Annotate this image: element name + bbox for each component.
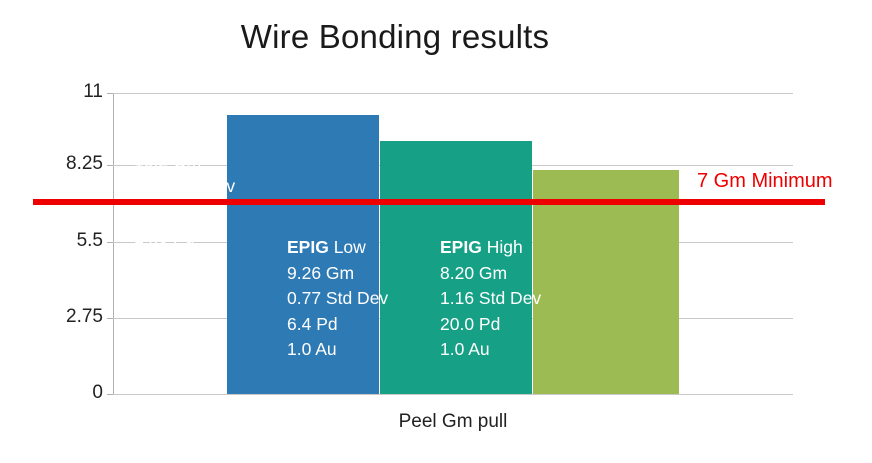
bar-enepig-title: ENEPIG <box>134 123 235 149</box>
tick-mark-0 <box>107 394 113 395</box>
bar-epig-high-std-dev: 1.16 Std Dev <box>440 288 542 308</box>
y-tick-label-0: 0 <box>92 382 103 403</box>
chart-title: Wire Bonding results <box>240 18 550 55</box>
tick-mark-825 <box>107 165 113 166</box>
tick-mark-275 <box>107 318 113 319</box>
bar-epig-low-pd: 6.4 Pd <box>287 313 338 334</box>
bar-enepig-au: 3.2 Au <box>134 252 184 273</box>
plot-area <box>107 93 793 395</box>
bar-enepig-name: ENEPIG <box>134 125 201 145</box>
y-tick-label-275: 2.75 <box>66 306 103 327</box>
bar-label-epig-low: EPIG Low 9.26 Gm 0.77 Std Dev 6.4 Pd 1.0… <box>287 235 388 363</box>
gridline-0 <box>107 394 793 395</box>
y-tick-label-55: 5.5 <box>76 230 103 251</box>
bar-epig-low-title: EPIG Low <box>287 235 388 261</box>
bar-epig-high-name-rest: High <box>481 237 523 257</box>
bar-epig-low-name-rest: Low <box>328 237 366 257</box>
bar-epig-low-std-dev: 0.77 Std Dev <box>287 288 389 308</box>
y-tick-label-825: 8.25 <box>66 153 103 174</box>
bar-enepig-ni: 210 Ni <box>134 201 185 222</box>
tick-mark-55 <box>107 242 113 243</box>
bar-enepig[interactable] <box>227 114 379 394</box>
bar-epig-high-au: 1.0 Au <box>440 339 490 359</box>
bar-label-epig-high: EPIG High 8.20 Gm 1.16 Std Dev 20.0 Pd 1… <box>440 235 541 363</box>
bar-epig-high-name: EPIG <box>440 237 482 257</box>
y-axis-tick-labels: 11 8.25 5.5 2.75 0 <box>15 81 103 403</box>
threshold-label-7gm: 7 Gm Minimum <box>697 170 833 192</box>
bar-epig-high-gm: 8.20 Gm <box>440 262 508 283</box>
bar-epig-high[interactable] <box>533 169 679 394</box>
bar-enepig-std-dev: 1.26 Std Dev <box>134 176 236 196</box>
bar-epig-low-au: 1.0 Au <box>287 339 337 359</box>
y-tick-label-11: 11 <box>83 81 103 102</box>
gridline-11 <box>107 93 793 94</box>
bar-enepig-pd: 14.0 Pd <box>134 227 195 247</box>
tick-mark-11 <box>107 93 113 94</box>
bar-enepig-gm: 10.2 Gm <box>134 150 202 171</box>
bar-label-enepig: ENEPIG 10.2 Gm 1.26 Std Dev 210 Ni 14.0 … <box>134 123 235 276</box>
y-axis-line <box>113 93 114 395</box>
threshold-line-7gm <box>33 199 825 206</box>
bar-epig-high-title: EPIG High <box>440 235 541 261</box>
bar-epig-low[interactable] <box>380 140 532 394</box>
bar-epig-low-gm: 9.26 Gm <box>287 262 355 283</box>
x-axis-label: Peel Gm pull <box>398 411 508 432</box>
bar-epig-high-pd: 20.0 Pd <box>440 313 501 334</box>
bar-epig-low-name: EPIG <box>287 237 329 257</box>
